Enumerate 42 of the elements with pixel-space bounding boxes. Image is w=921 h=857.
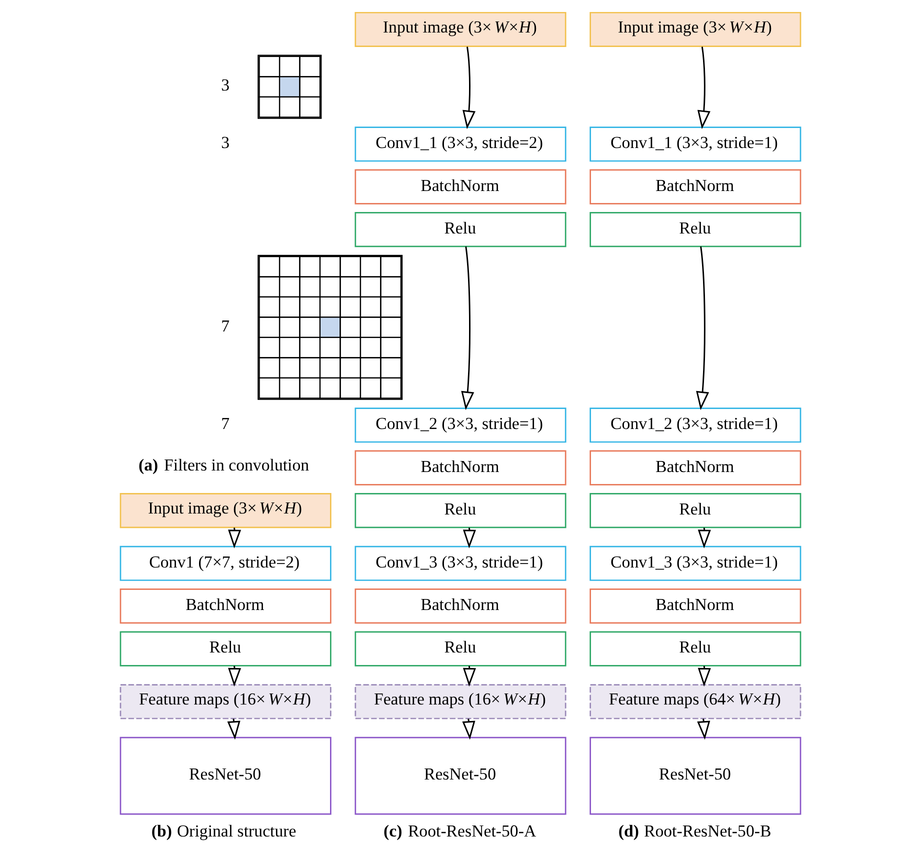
node-box: Input image (3×W×H) (354, 12, 566, 48)
node-box: Relu (120, 631, 332, 666)
label: 7 (221, 414, 230, 434)
node-box: Relu (590, 493, 802, 528)
label: (b) Original structure (151, 822, 296, 841)
node-box: Relu (590, 631, 802, 666)
node-box: Relu (354, 493, 566, 528)
arrow (461, 246, 474, 410)
node-box: Relu (354, 212, 566, 248)
label: (c) Root-ResNet-50-A (384, 822, 536, 841)
node-box: Conv1_2 (3×3, stride=1) (354, 408, 566, 443)
label: 7 (221, 316, 230, 336)
node-box: BatchNorm (590, 588, 802, 624)
node-box: Conv1_1 (3×3, stride=1) (590, 126, 802, 162)
label: 3 (221, 133, 230, 152)
node-box: Feature maps (16×W×H) (120, 684, 332, 720)
node-box: BatchNorm (354, 169, 566, 204)
node-box: ResNet-50 (120, 736, 332, 815)
node-box: BatchNorm (590, 169, 802, 204)
node-box: Relu (354, 631, 566, 666)
node-box: Feature maps (64×W×H) (590, 684, 802, 720)
node-box: Conv1_3 (3×3, stride=1) (590, 546, 802, 581)
label: 3 (221, 76, 230, 95)
node-box: BatchNorm (354, 588, 566, 624)
node-box: BatchNorm (590, 450, 802, 486)
node-box: Feature maps (16×W×H) (354, 684, 566, 720)
node-box: Conv1_2 (3×3, stride=1) (590, 408, 802, 443)
node-box: BatchNorm (354, 450, 566, 486)
node-box: Input image (3×W×H) (590, 12, 802, 48)
node-box: Relu (590, 212, 802, 248)
node-box: ResNet-50 (590, 736, 802, 815)
arrow (697, 46, 710, 130)
node-box: Conv1_3 (3×3, stride=1) (354, 546, 566, 581)
node-box: ResNet-50 (354, 736, 566, 815)
node-box: Conv1 (7×7, stride=2) (120, 546, 332, 581)
label: (d) Root-ResNet-50-B (618, 822, 772, 841)
node-box: Conv1_1 (3×3, stride=2) (354, 126, 566, 162)
arrow (696, 246, 710, 410)
label: (a) Filters in convolution (138, 456, 310, 475)
arrow (462, 46, 476, 130)
node-box: Input image (3×W×H) (120, 493, 332, 528)
node-box: BatchNorm (120, 588, 332, 624)
